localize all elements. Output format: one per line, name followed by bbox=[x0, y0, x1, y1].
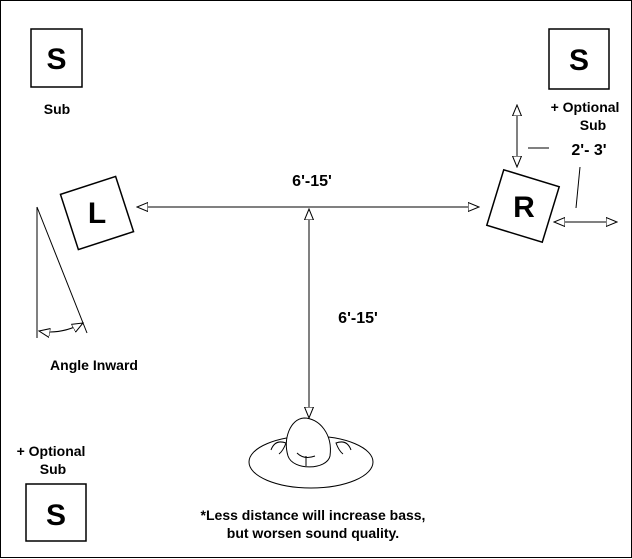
wall-line bbox=[575, 166, 581, 209]
optional-sub-top-label-2: Sub bbox=[580, 117, 606, 133]
sub-speaker-top-right: S bbox=[548, 28, 610, 90]
optional-sub-bottom-label-1: + Optional bbox=[17, 443, 86, 459]
right-speaker bbox=[485, 168, 561, 244]
speaker-spacing-label: 6'-15' bbox=[292, 173, 332, 190]
listener-distance-label: 6'-15' bbox=[338, 310, 378, 327]
left-speaker-letter: L bbox=[88, 197, 106, 230]
angle-inward-label: Angle Inward bbox=[50, 357, 138, 373]
sub-speaker-bottom-left: S bbox=[25, 483, 87, 542]
sub-bottom-left-letter: S bbox=[46, 499, 66, 532]
left-speaker bbox=[59, 175, 135, 251]
listener-head-icon bbox=[248, 417, 374, 489]
sub-speaker-top-left: S bbox=[30, 28, 83, 88]
sub-top-left-letter: S bbox=[46, 43, 66, 76]
footnote-line-2: but worsen sound quality. bbox=[227, 525, 399, 541]
optional-sub-bottom-label-2: Sub bbox=[40, 461, 66, 477]
angle-inward-indicator bbox=[36, 206, 88, 338]
sub-top-right-letter: S bbox=[569, 44, 589, 77]
sub-label: Sub bbox=[44, 101, 70, 117]
right-speaker-letter: R bbox=[513, 191, 535, 224]
wall-distance-label: 2'- 3' bbox=[571, 142, 606, 159]
footnote-line-1: *Less distance will increase bass, bbox=[201, 507, 426, 523]
optional-sub-top-label-1: + Optional bbox=[551, 99, 620, 115]
